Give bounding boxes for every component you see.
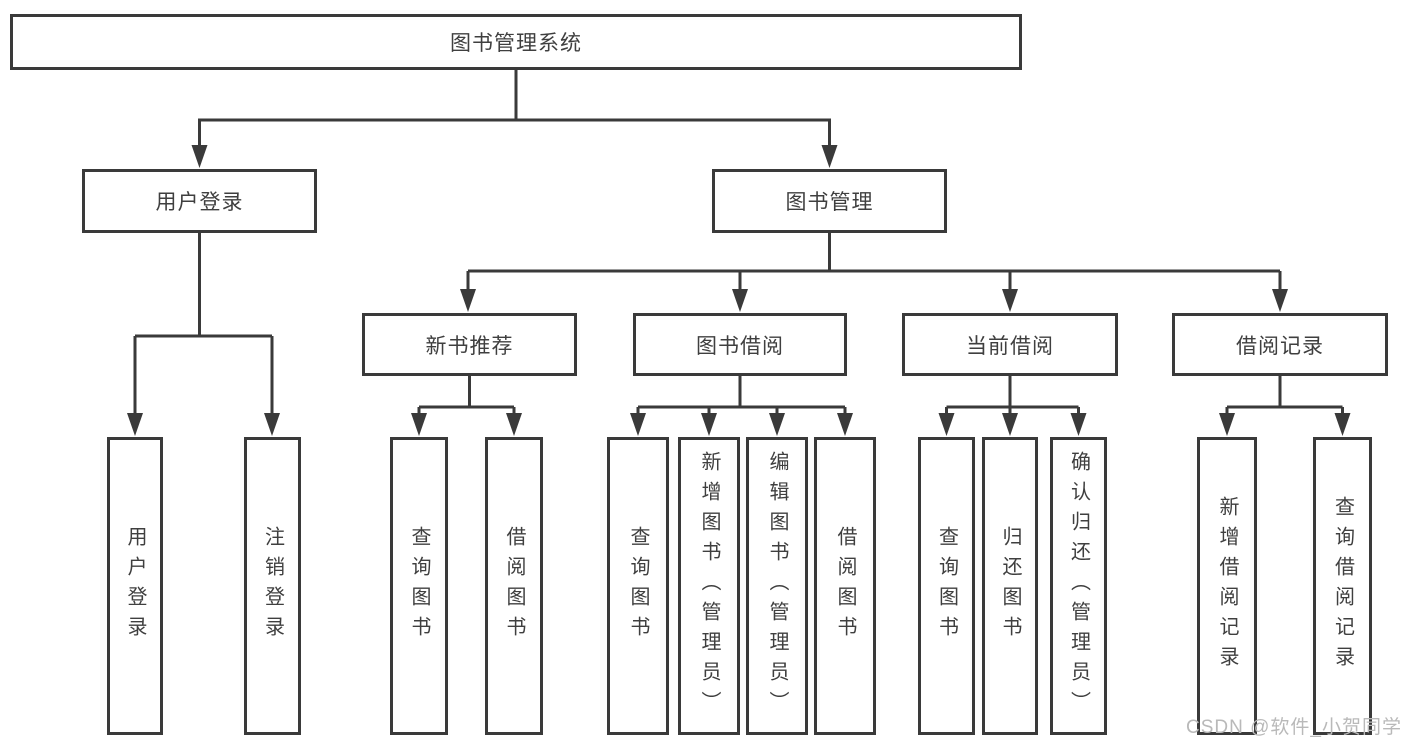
node-new-book-recommend: 新书推荐 — [362, 313, 577, 376]
node-user-login: 用户登录 — [82, 169, 317, 233]
node-current-borrowing-label: 当前借阅 — [966, 334, 1054, 358]
leaf-newbooks-query-books-label: 查询图书 — [408, 526, 430, 646]
leaf-current-confirm-return-admin-label: 确认归还（管理员） — [1067, 451, 1090, 721]
leaf-borrowing-query-books-label: 查询图书 — [627, 526, 649, 646]
leaf-logout-label: 注销登录 — [261, 526, 284, 646]
leaf-current-return-books-label: 归还图书 — [999, 526, 1021, 646]
arrowheads — [127, 145, 1351, 436]
leaf-newbooks-query-books: 查询图书 — [390, 437, 448, 735]
leaf-borrowing-edit-books-admin: 编辑图书（管理员） — [746, 437, 808, 735]
leaf-borrowing-query-books: 查询图书 — [607, 437, 669, 735]
leaf-records-query-record: 查询借阅记录 — [1313, 437, 1372, 735]
node-book-management: 图书管理 — [712, 169, 947, 233]
leaf-logout: 注销登录 — [244, 437, 301, 735]
leaf-borrowing-edit-books-admin-label: 编辑图书（管理员） — [766, 451, 788, 721]
node-root: 图书管理系统 — [10, 14, 1022, 70]
leaf-newbooks-borrow-books-label: 借阅图书 — [503, 526, 525, 646]
leaf-current-return-books: 归还图书 — [982, 437, 1038, 735]
node-new-book-recommend-label: 新书推荐 — [425, 334, 514, 358]
node-book-borrowing-label: 图书借阅 — [696, 334, 784, 358]
leaf-borrowing-borrow-books-label: 借阅图书 — [834, 526, 856, 646]
leaf-current-query-books: 查询图书 — [918, 437, 975, 735]
leaf-user-login-label: 用户登录 — [124, 526, 146, 646]
node-user-login-label: 用户登录 — [155, 191, 244, 214]
node-book-borrowing: 图书借阅 — [633, 313, 847, 376]
leaf-records-query-record-label: 查询借阅记录 — [1331, 496, 1354, 676]
leaf-borrowing-add-books-admin: 新增图书（管理员） — [678, 437, 740, 735]
node-book-management-label: 图书管理 — [785, 191, 874, 214]
csdn-watermark: CSDN @软件_小贺同学 — [1186, 717, 1402, 738]
leaf-user-login: 用户登录 — [107, 437, 163, 735]
leaf-current-confirm-return-admin: 确认归还（管理员） — [1050, 437, 1107, 735]
node-borrowing-records-label: 借阅记录 — [1236, 334, 1324, 358]
leaf-newbooks-borrow-books: 借阅图书 — [485, 437, 543, 735]
leaf-records-add-record: 新增借阅记录 — [1197, 437, 1257, 735]
leaf-borrowing-add-books-admin-label: 新增图书（管理员） — [698, 451, 720, 721]
leaf-records-add-record-label: 新增借阅记录 — [1216, 496, 1238, 676]
leaf-borrowing-borrow-books: 借阅图书 — [814, 437, 876, 735]
node-borrowing-records: 借阅记录 — [1172, 313, 1388, 376]
node-current-borrowing: 当前借阅 — [902, 313, 1118, 376]
leaf-current-query-books-label: 查询图书 — [935, 526, 958, 646]
node-root-label: 图书管理系统 — [450, 32, 582, 55]
